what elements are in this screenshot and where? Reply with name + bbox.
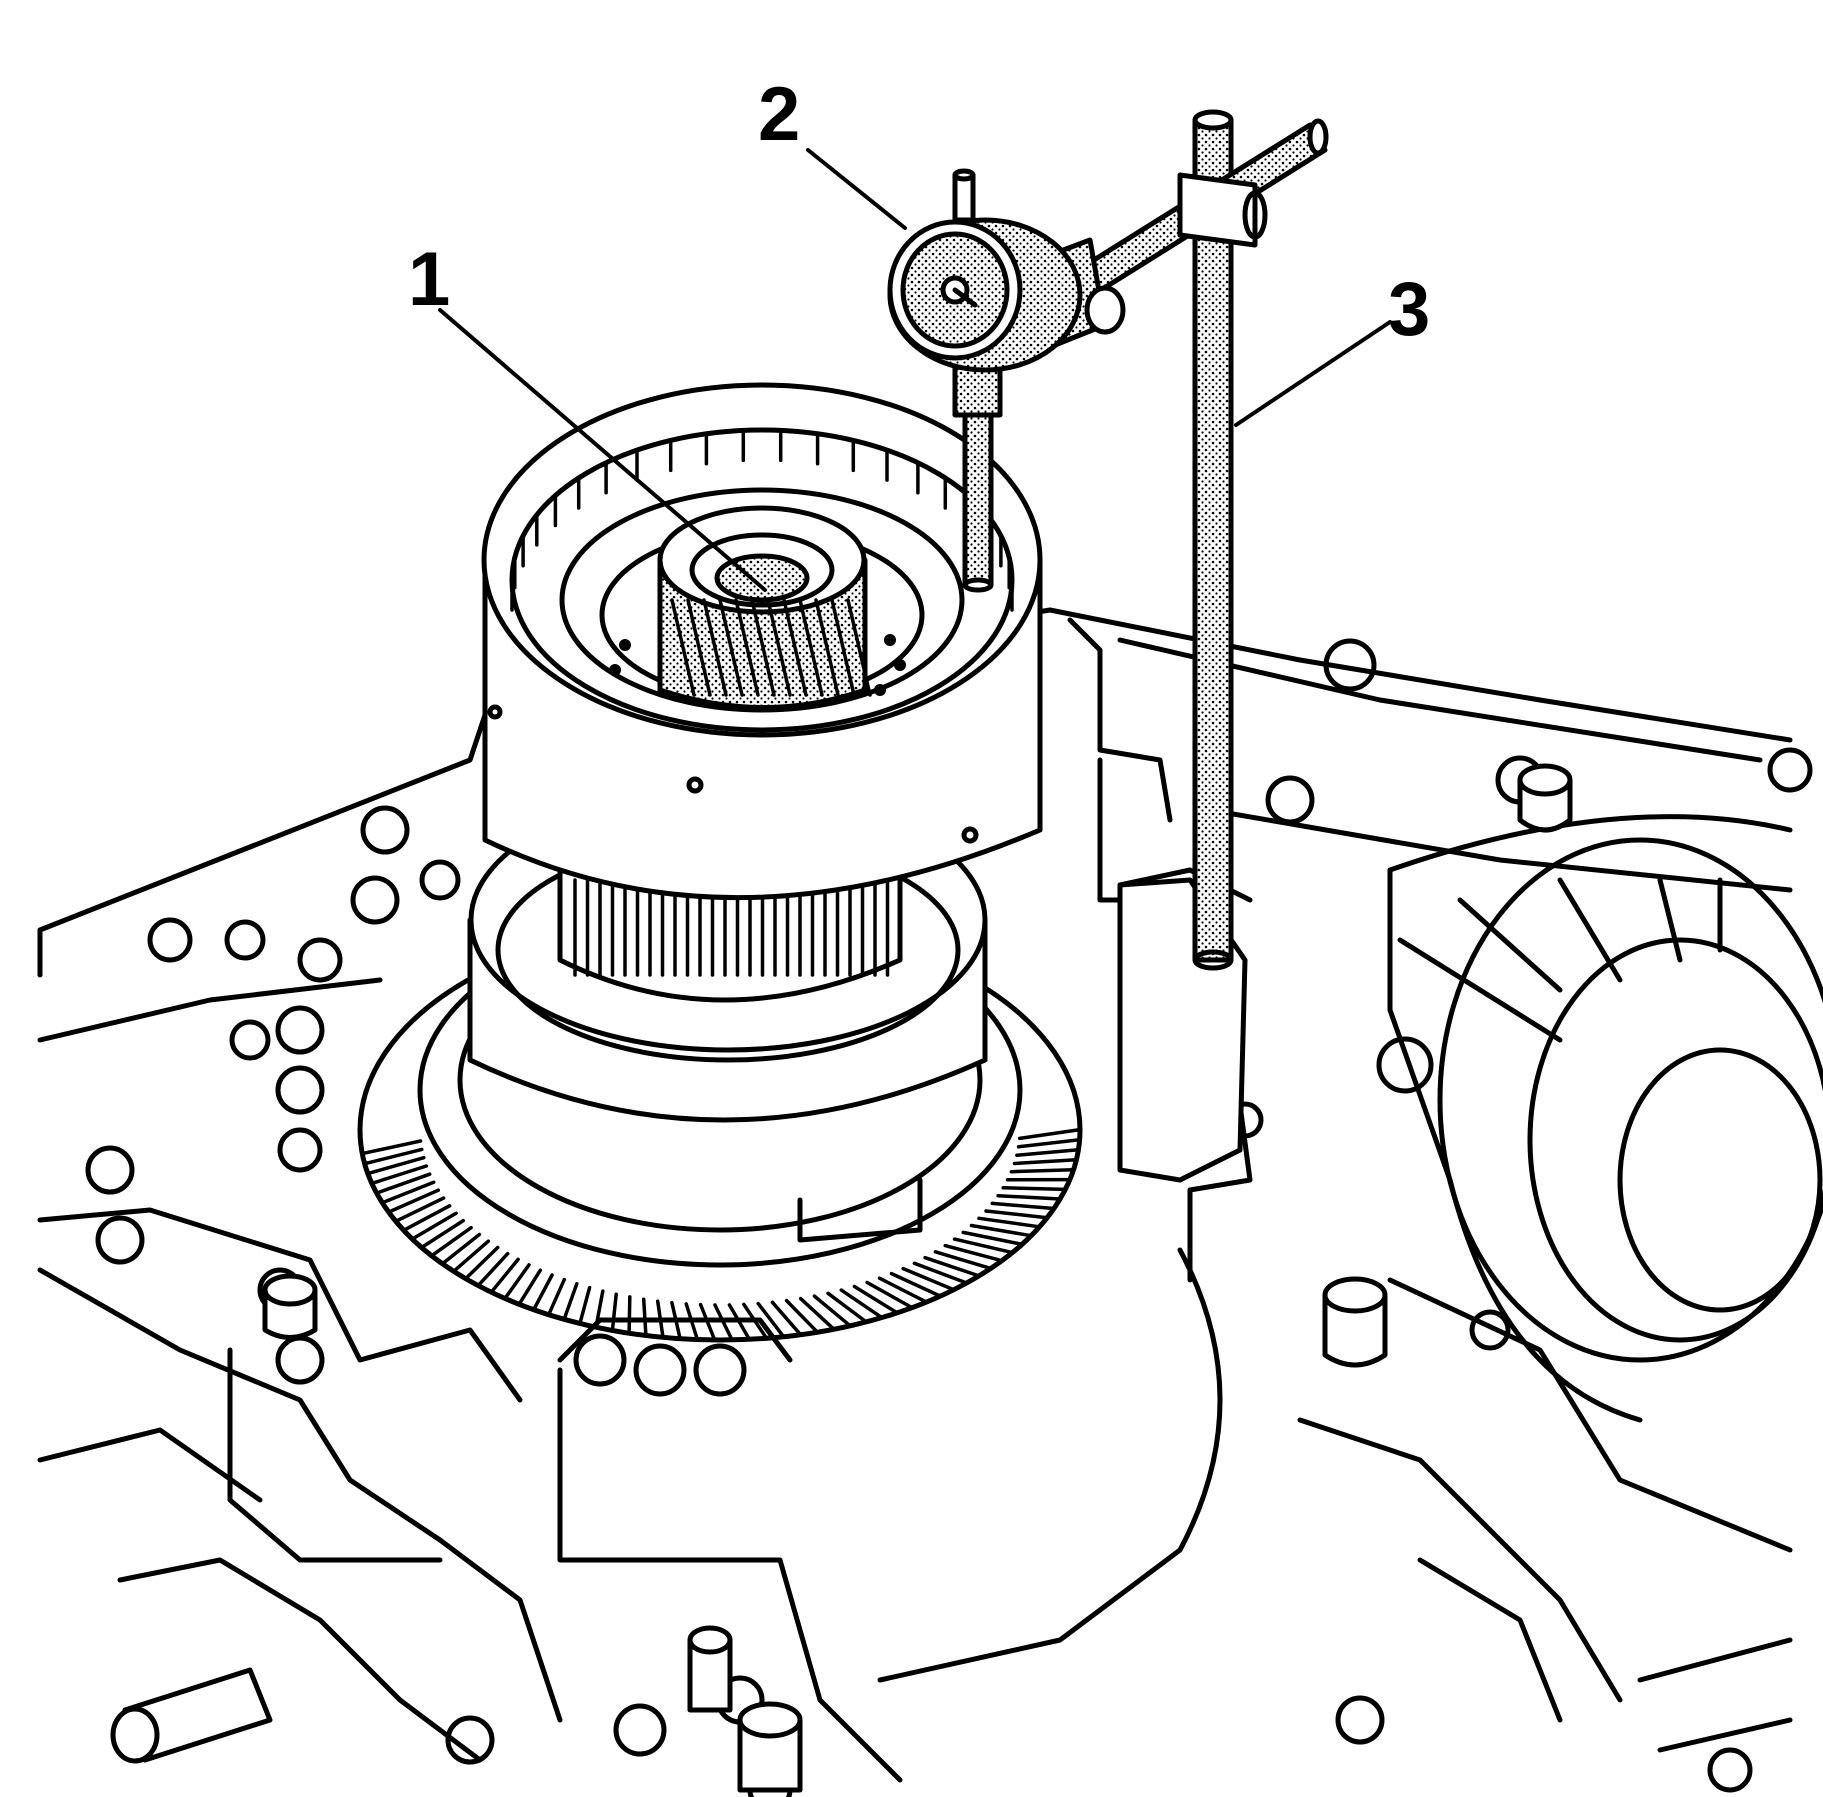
gear-tooth xyxy=(984,1209,1049,1220)
gear-tooth xyxy=(756,1301,786,1339)
gear-tooth xyxy=(1017,1127,1082,1141)
gear-tooth xyxy=(362,1147,424,1166)
gear-tooth xyxy=(401,1204,452,1233)
shaft-tooth xyxy=(830,598,856,697)
gear-tooth xyxy=(1016,1137,1082,1149)
gear-tooth xyxy=(419,1218,466,1250)
gear-tooth xyxy=(961,1230,1024,1247)
gear-tooth xyxy=(943,1243,1004,1263)
gear-tooth xyxy=(1015,1148,1081,1157)
gear-tooth xyxy=(370,1164,429,1186)
gear-tooth xyxy=(1012,1158,1079,1166)
clutch-hub xyxy=(467,787,988,1123)
gear-tooth xyxy=(517,1268,543,1307)
callout-1: 1 xyxy=(408,237,767,592)
gear-tooth xyxy=(503,1263,531,1301)
gear-tooth xyxy=(877,1276,929,1304)
shaft-tooth xyxy=(782,598,808,697)
gear-tooth xyxy=(901,1266,956,1292)
shaft-tooth xyxy=(798,598,824,697)
gear-tooth xyxy=(451,1239,491,1274)
gear-tooth xyxy=(641,1297,648,1338)
callout-3: 3 xyxy=(1234,267,1430,427)
gear-tooth xyxy=(889,1271,943,1298)
gear-tooth xyxy=(489,1257,520,1294)
gear-tooth xyxy=(476,1251,510,1288)
shaft-tooth xyxy=(814,598,840,697)
gear-tooth xyxy=(784,1298,820,1334)
gear-tooth xyxy=(839,1288,884,1320)
callout-3-leader xyxy=(1234,320,1392,427)
gear-tooth xyxy=(410,1211,458,1241)
gear-tooth xyxy=(990,1201,1056,1211)
gear-tooth xyxy=(865,1280,914,1310)
gear-tooth xyxy=(429,1225,473,1258)
gear-tooth xyxy=(610,1292,618,1333)
gear-tooth xyxy=(933,1250,993,1271)
callout-3-label: 3 xyxy=(1388,267,1430,352)
gear-tooth xyxy=(374,1172,432,1195)
clutch-drum xyxy=(481,382,1043,901)
gear-tooth xyxy=(463,1245,500,1281)
gear-tooth xyxy=(826,1291,868,1324)
dial-indicator xyxy=(887,168,1126,593)
gear-tooth xyxy=(952,1237,1015,1255)
gear-tooth xyxy=(798,1296,836,1331)
shaft-tooth xyxy=(766,598,792,697)
gear-tooth xyxy=(440,1232,482,1266)
shaft-tooth xyxy=(750,598,776,697)
gear-tooth xyxy=(546,1277,567,1317)
gear-tooth xyxy=(969,1223,1033,1238)
gear-tooth xyxy=(360,1139,423,1156)
callout-1-label: 1 xyxy=(408,237,450,322)
gear-tooth xyxy=(1009,1168,1076,1174)
gear-tooth xyxy=(627,1295,632,1335)
callout-2-label: 2 xyxy=(758,72,800,157)
shaft-tooth xyxy=(670,598,696,697)
gear-tooth xyxy=(912,1261,969,1285)
gear-shaft xyxy=(657,505,872,710)
gear-tooth xyxy=(812,1294,852,1328)
gear-tooth xyxy=(531,1273,554,1312)
gear-tooth xyxy=(996,1193,1062,1201)
callout-1-leader xyxy=(438,308,767,592)
callout-2: 2 xyxy=(758,72,907,230)
gear-tooth xyxy=(770,1300,803,1337)
gear-tooth xyxy=(562,1282,579,1322)
gear-tooth xyxy=(380,1180,436,1205)
callout-2-leader xyxy=(806,148,907,230)
gear-tooth xyxy=(977,1216,1042,1229)
gear-tooth xyxy=(923,1255,981,1278)
gear-tooth xyxy=(394,1196,446,1224)
gear-tooth xyxy=(386,1188,441,1214)
gear-tooth xyxy=(852,1284,899,1315)
shaft-tooth xyxy=(718,598,744,697)
indicator-stand-rod xyxy=(1067,109,1329,971)
gear-tooth xyxy=(366,1155,426,1176)
shaft-tooth xyxy=(846,598,872,697)
gear-tooth xyxy=(578,1285,592,1326)
shaft-tooth xyxy=(686,598,712,697)
shaft-tooth xyxy=(702,598,728,697)
shaft-tooth xyxy=(734,598,760,697)
gear-tooth xyxy=(1001,1186,1068,1192)
